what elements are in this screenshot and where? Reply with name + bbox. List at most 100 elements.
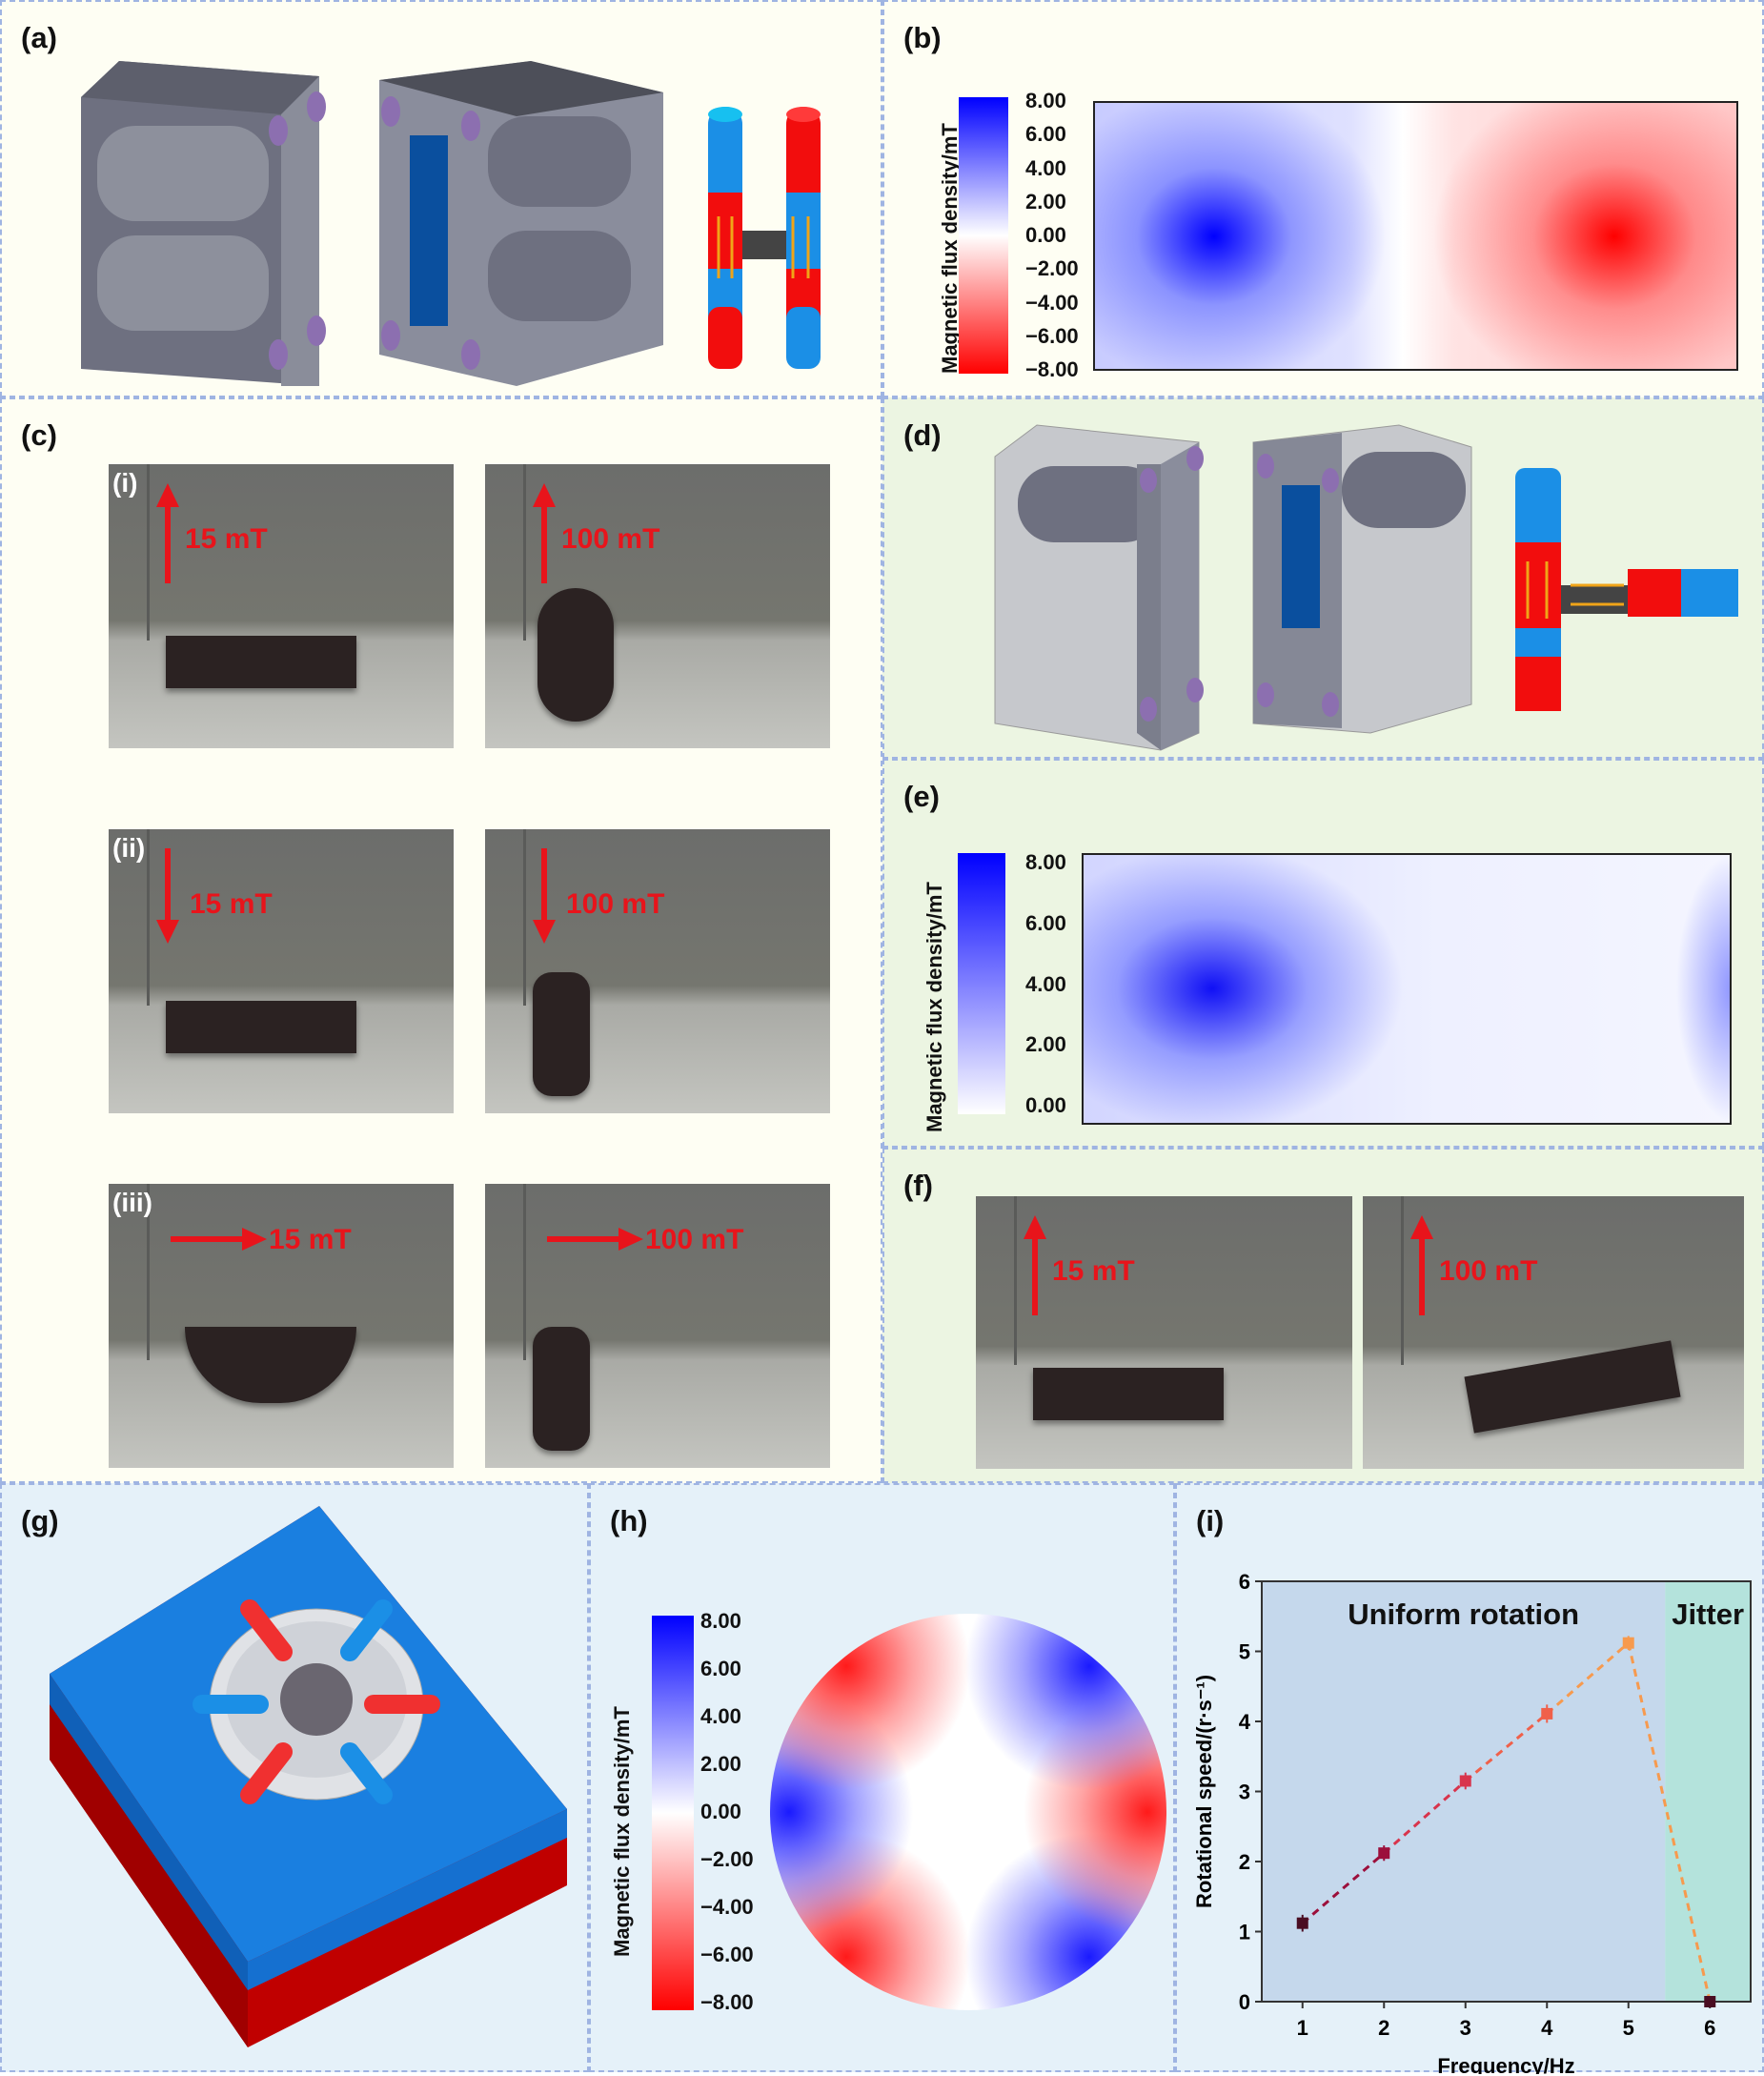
- flux-heatmap-b: [1093, 101, 1738, 371]
- colorbar-tick-label: −6.00: [700, 1943, 754, 1966]
- x-tick-label: 4: [1541, 2016, 1553, 2040]
- colorbar-tick-label: 2.00: [1025, 1032, 1066, 1057]
- colorbar-label: Magnetic flux density/mT: [923, 882, 946, 1132]
- colorbar: [959, 97, 1008, 374]
- soft-robot-sample: [533, 1327, 590, 1451]
- series-segment: [1301, 1852, 1386, 1924]
- panel-label-b: (b): [903, 21, 942, 54]
- y-tick-label: 3: [1239, 1781, 1250, 1804]
- panel-f: (f) 15 mT 100 mT: [882, 1148, 1764, 1483]
- y-tick-label: 6: [1239, 1570, 1250, 1594]
- wall-edge: [147, 1184, 150, 1360]
- experiment-photo: 100 mT: [1363, 1196, 1744, 1469]
- sub-label: (ii): [112, 833, 146, 863]
- field-arrow-icon: [533, 848, 556, 944]
- panel-g: (g): [0, 1483, 589, 2072]
- colorbar-label: Magnetic flux density/mT: [610, 1706, 634, 1957]
- experiment-photo: (iii) 15 mT: [109, 1184, 454, 1468]
- panel-label-c: (c): [21, 418, 57, 452]
- soft-robot-sample: [166, 636, 356, 688]
- series-segment: [1546, 1641, 1630, 1716]
- panel-label-g: (g): [21, 1504, 59, 1537]
- rotating-field-device-illustration: [50, 1506, 567, 2047]
- x-axis-label: Frequency/Hz: [1437, 2054, 1574, 2074]
- panel-e: (e) Magnetic flux density/mT 8.00 6.00 4.0…: [882, 759, 1764, 1148]
- colorbar-tick-label: 8.00: [1025, 89, 1066, 112]
- panel-a: (a): [0, 0, 882, 397]
- sub-label: (iii): [112, 1188, 152, 1217]
- sub-label: (i): [112, 468, 138, 498]
- colorbar-tick-label: −2.00: [700, 1847, 754, 1871]
- field-strength-label: 15 mT: [190, 888, 273, 920]
- colorbar-tick-label: 2.00: [700, 1752, 741, 1776]
- flux-heatmap-e: [1082, 853, 1732, 1125]
- field-arrow-icon: [156, 483, 179, 583]
- colorbar-tick-label: 8.00: [700, 1609, 741, 1633]
- field-strength-label: 100 mT: [645, 1224, 744, 1255]
- colorbar-tick-label: 2.00: [1025, 189, 1066, 214]
- colorbar: [652, 1616, 694, 2010]
- chart-region: [1665, 1581, 1751, 2002]
- y-tick-label: 5: [1239, 1640, 1250, 1664]
- experiment-photo: 100 mT: [485, 464, 830, 748]
- colorbar-tick-label: 4.00: [1025, 971, 1066, 996]
- experiment-photo: (i) 15 mT: [109, 464, 454, 748]
- wall-edge: [147, 829, 150, 1006]
- panel-label-f: (f): [903, 1169, 933, 1202]
- field-strength-label: 15 mT: [269, 1224, 352, 1255]
- x-tick-label: 6: [1704, 2016, 1715, 2040]
- colorbar-tick-label: 6.00: [700, 1657, 741, 1680]
- soft-robot-sample: [1033, 1368, 1224, 1420]
- panel-label-a: (a): [21, 21, 57, 54]
- chart-region: [1262, 1581, 1666, 2002]
- y-axis-label: Rotational speed/(r·s⁻¹): [1192, 1675, 1216, 1908]
- colorbar-tick-label: 0.00: [1025, 223, 1066, 247]
- field-strength-label: 100 mT: [1439, 1255, 1538, 1287]
- wall-edge: [523, 1184, 526, 1360]
- colorbar-tick-label: 0.00: [1025, 1093, 1066, 1117]
- flux-heatmap-h: [770, 1614, 1166, 2010]
- colorbar-tick-label: 6.00: [1025, 122, 1066, 147]
- field-arrow-icon: [547, 1228, 643, 1251]
- y-tick-label: 0: [1239, 1990, 1250, 2014]
- colorbar-tick-label: −2.00: [1025, 256, 1079, 281]
- data-point: [1541, 1707, 1553, 1720]
- field-arrow-icon: [156, 848, 179, 944]
- colorbar-tick-label: 8.00: [1025, 850, 1066, 874]
- colorbar-tick-label: 6.00: [1025, 910, 1066, 935]
- experiment-photo: (ii) 15 mT: [109, 829, 454, 1113]
- field-strength-label: 15 mT: [185, 523, 268, 555]
- region-label: Jitter: [1672, 1598, 1744, 1631]
- colorbar-tick-label: −4.00: [1025, 290, 1079, 315]
- field-strength-label: 100 mT: [566, 888, 665, 920]
- colorbar-tick-label: −8.00: [1025, 357, 1079, 381]
- soft-robot-sample: [166, 1001, 356, 1053]
- region-label: Uniform rotation: [1348, 1598, 1579, 1631]
- series-segment: [1383, 1780, 1467, 1855]
- dual-magnet-housing-illustration: [81, 61, 821, 386]
- experiment-photo: 100 mT: [485, 829, 830, 1113]
- panel-label-e: (e): [903, 780, 940, 813]
- colorbar-tick-label: 0.00: [700, 1800, 741, 1823]
- field-arrow-icon: [533, 483, 556, 583]
- panel-c: (c) (i) 15 mT 100 mT (ii) 15 mT 100 mT (iii) 15…: [0, 397, 882, 1483]
- soft-robot-sample: [537, 588, 614, 722]
- panel-d: (d): [882, 397, 1764, 759]
- field-arrow-icon: [1024, 1215, 1046, 1315]
- wall-edge: [147, 464, 150, 641]
- series-segment: [1464, 1712, 1549, 1782]
- x-tick-label: 2: [1378, 2016, 1389, 2040]
- field-arrow-icon: [171, 1228, 267, 1251]
- panel-label-d: (d): [903, 418, 942, 452]
- colorbar-tick-label: −4.00: [700, 1895, 754, 1919]
- experiment-photo: 15 mT: [976, 1196, 1352, 1469]
- x-tick-label: 5: [1623, 2016, 1634, 2040]
- data-point: [1378, 1847, 1390, 1860]
- field-strength-label: 100 mT: [561, 523, 660, 555]
- wall-edge: [1014, 1196, 1017, 1366]
- wall-edge: [1401, 1196, 1404, 1366]
